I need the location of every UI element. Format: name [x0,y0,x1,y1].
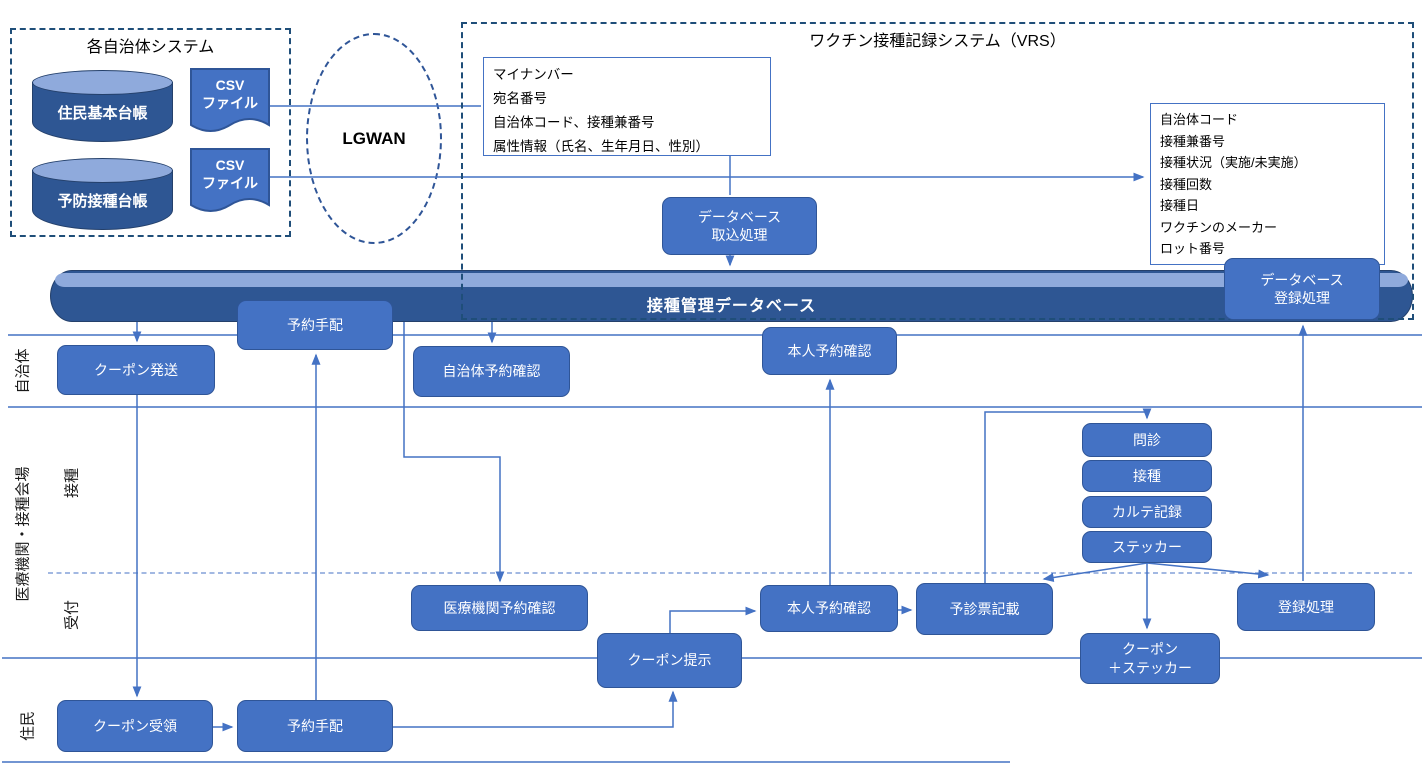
flow-arrows [132,105,1308,732]
edge-yoshinhyo-to-monshin [984,408,1152,583]
citizen-info-box: マイナンバー 宛名番号 自治体コード、接種兼番号 属性情報（氏名、生年月日、性別… [483,57,771,156]
edge-reserve-to-coupon-show [393,690,678,728]
node-muni-reserve-check: 自治体予約確認 [413,346,570,397]
vrs-title: ワクチン接種記録システム（VRS） [809,33,1066,50]
info-line: 接種回数 [1160,176,1213,192]
edge-sticker-to-yoshinhyo [1042,562,1148,582]
info-line: ロット番号 [1160,241,1226,256]
node-db-import: データベース 取込処理 [662,197,817,255]
lgwan-ellipse: LGWAN [306,33,442,244]
main-database-cylinder: 接種管理データベース [50,270,1413,322]
vaccination-register-label: 予防接種台帳 [57,192,148,210]
info-line: マイナンバー [493,67,574,82]
node-coupon-send: クーポン発送 [57,345,215,395]
lane-label-municipality: 自治体 [14,348,32,394]
info-line: 接種日 [1160,198,1200,213]
node-med-reserve-check: 医療機関予約確認 [411,585,588,631]
cylinder-cap [32,70,173,95]
csv-file-2-label: CSV ファイル [202,157,258,192]
resident-register-cylinder: 住民基本台帳 [32,70,173,142]
node-self-reserve-check-top: 本人予約確認 [762,327,897,375]
info-line: 宛名番号 [493,91,547,106]
csv-file-2: CSV ファイル [190,148,270,218]
info-line: 自治体コード [1160,112,1239,127]
node-db-register: データベース 登録処理 [1224,258,1380,320]
edge-sticker-to-touroku [1146,562,1270,579]
vaccination-register-cylinder: 予防接種台帳 [32,158,173,230]
csv-document-icon [190,148,270,212]
node-self-reserve-check: 本人予約確認 [760,585,898,632]
node-yoshinhyo: 予診票記載 [916,583,1053,635]
csv-file-1: CSV ファイル [190,68,270,138]
cylinder-highlight [55,273,1408,287]
info-line: 属性情報（氏名、生年月日、性別） [493,139,709,154]
node-coupon-receive: クーポン受領 [57,700,213,752]
csv-file-1-label: CSV ファイル [202,77,258,112]
edge-coupon-show-to-self-check [669,606,757,633]
lgwan-label: LGWAN [342,128,406,148]
resident-register-label: 住民基本台帳 [57,104,148,122]
node-reserve-bottom: 予約手配 [237,700,393,752]
lane-label-vaccination: 接種 [63,467,81,499]
node-karte: カルテ記録 [1082,496,1212,528]
node-coupon-show: クーポン提示 [597,633,742,688]
info-line: 自治体コード、接種兼番号 [493,115,655,130]
node-monshin: 問診 [1082,423,1212,457]
node-touroku: 登録処理 [1237,583,1375,631]
lane-label-reception: 受付 [63,599,81,631]
info-line: 接種状況（実施/未実施） [1160,155,1307,170]
main-database-label: 接種管理データベース [646,298,817,315]
info-line: ワクチンのメーカー [1160,219,1278,235]
node-reserve-top: 予約手配 [237,300,393,350]
info-line: 接種兼番号 [1160,133,1226,149]
csv-document-icon [190,68,270,132]
node-coupon-sticker: クーポン ＋ステッカー [1080,633,1220,684]
node-sesshu: 接種 [1082,460,1212,492]
lane-label-resident: 住民 [19,710,37,742]
municipal-system-title: 各自治体システム [86,39,215,56]
lane-label-medical: 医療機関・接種会場 [14,466,32,602]
edge-db-to-med-check [403,322,505,583]
node-sticker: ステッカー [1082,531,1212,563]
record-info-box: 自治体コード 接種兼番号 接種状況（実施/未実施） 接種回数 接種日 ワクチンの… [1150,103,1385,265]
cylinder-cap [32,158,173,183]
